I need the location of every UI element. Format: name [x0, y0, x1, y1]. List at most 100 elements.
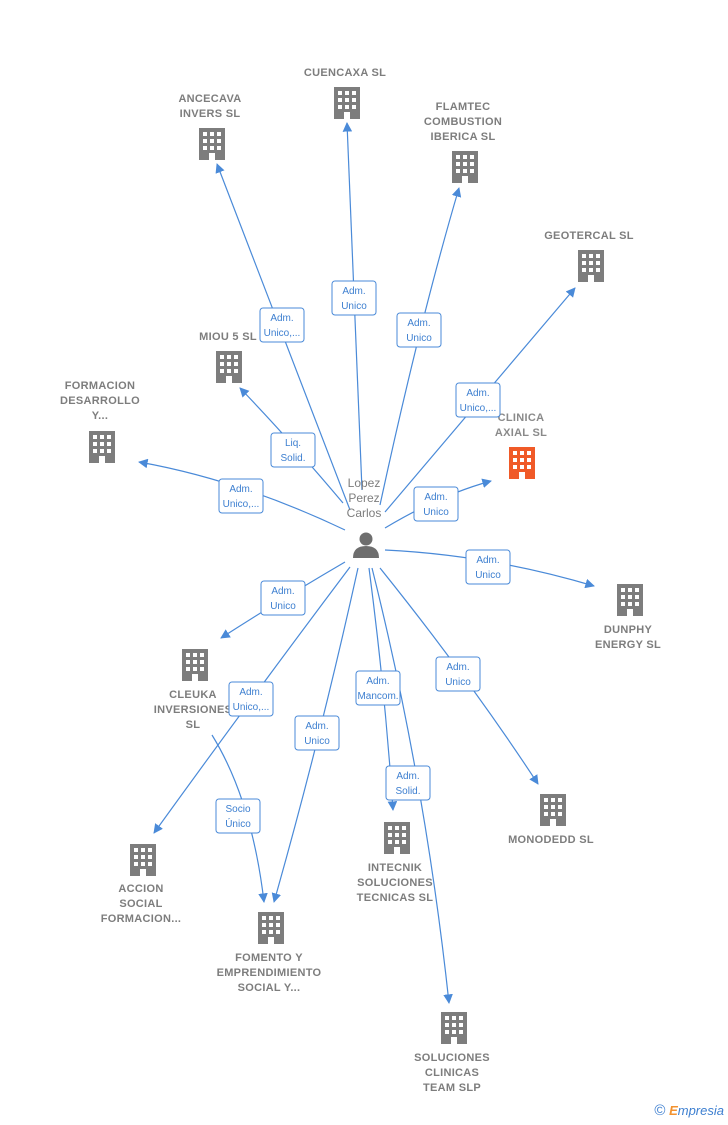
relation-label-text: Adm. [305, 721, 328, 732]
relation-label-text: Unico [270, 601, 296, 612]
relation-label-text: Liq. [285, 438, 301, 449]
company-name: INVERS SL [180, 108, 241, 120]
company-name: SOCIAL [119, 898, 162, 910]
relation-label-text: Unico [304, 736, 330, 747]
company-name: MONODEDD SL [508, 834, 594, 846]
relation-label-cuencaxa[interactable]: Adm. Unico [331, 280, 377, 316]
relation-label-box [465, 549, 511, 585]
company-node-ancecava[interactable]: ANCECAVA INVERS SL [178, 93, 241, 160]
company-node-clinica[interactable]: CLINICA AXIAL SL [495, 412, 547, 479]
company-name: CLEUKA [169, 689, 217, 701]
company-name: ANCECAVA [178, 93, 241, 105]
building-icon [130, 844, 156, 876]
company-name: DUNPHY [604, 624, 653, 636]
building-icon [452, 151, 478, 183]
relation-label-box [385, 765, 431, 801]
company-name: IBERICA SL [431, 131, 496, 143]
relation-label-intecnik[interactable]: Adm.Mancom. [355, 670, 401, 706]
relation-label-accion[interactable]: Adm.Unico,... [228, 681, 274, 717]
relation-label-text: Unico [341, 301, 367, 312]
person-name: Perez [348, 491, 379, 505]
building-icon [334, 87, 360, 119]
company-name: INVERSIONES [154, 704, 233, 716]
relation-label-box [259, 307, 305, 343]
building-icon [216, 351, 242, 383]
relation-label-soluciones[interactable]: Adm. Solid. [385, 765, 431, 801]
relation-label-box [294, 715, 340, 751]
building-icon [509, 447, 535, 479]
company-name: MIOU 5 SL [199, 331, 257, 343]
relation-label-text: Unico [445, 677, 471, 688]
relation-label-text: Adm. [466, 388, 489, 399]
relation-label-flamtec[interactable]: Adm.Unico [396, 312, 442, 348]
relation-label-geotercal[interactable]: Adm. Unico,... [455, 382, 501, 418]
company-name: CUENCAXA SL [304, 67, 386, 79]
company-name: TECNICAS SL [357, 892, 434, 904]
company-node-fomento[interactable]: FOMENTO Y EMPRENDIMIENTO SOCIAL Y... [217, 912, 322, 994]
relation-label-text: Adm. [342, 286, 365, 297]
company-node-cleuka[interactable]: CLEUKA INVERSIONES SL [154, 649, 233, 731]
person-name: Carlos [347, 506, 382, 520]
relation-label-ancecava[interactable]: Adm. Unico,... [259, 307, 305, 343]
relation-label-text: Adm. [270, 313, 293, 324]
company-name: SOCIAL Y... [238, 982, 301, 994]
company-name: FORMACION... [101, 913, 182, 925]
relation-label-clinica[interactable]: Adm.Unico [413, 486, 459, 522]
relation-label-text: Adm. [229, 484, 252, 495]
relation-label-box [218, 478, 264, 514]
company-name: CLINICAS [425, 1067, 479, 1079]
company-name: AXIAL SL [495, 427, 547, 439]
relation-label-text: Adm. [424, 492, 447, 503]
company-node-formacion[interactable]: FORMACIONDESARROLLOY... [60, 380, 140, 463]
relation-label-box [215, 798, 261, 834]
company-name: FLAMTEC [436, 101, 491, 113]
building-icon [540, 794, 566, 826]
relation-label-text: Solid. [395, 786, 420, 797]
building-icon [182, 649, 208, 681]
relation-label-box [435, 656, 481, 692]
relation-label-text: Unico [406, 333, 432, 344]
relation-label-fomento[interactable]: Adm. Unico [294, 715, 340, 751]
brand-initial: E [669, 1103, 678, 1118]
relation-label-text: Adm. [476, 555, 499, 566]
relation-label-text: Unico,... [264, 328, 301, 339]
relation-label-box [331, 280, 377, 316]
company-name: ACCION [118, 883, 163, 895]
relation-label-text: Adm. [271, 586, 294, 597]
relation-label-text: Unico [475, 570, 501, 581]
company-name: CLINICA [498, 412, 545, 424]
relation-label-box [355, 670, 401, 706]
relation-label-text: Mancom. [357, 691, 398, 702]
relation-label-miou5[interactable]: Liq.Solid. [270, 432, 316, 468]
relation-label-text: Unico,... [233, 702, 270, 713]
relation-label-formacion[interactable]: Adm.Unico,... [218, 478, 264, 514]
company-node-accion[interactable]: ACCION SOCIAL FORMACION... [101, 844, 182, 925]
company-node-geotercal[interactable]: GEOTERCAL SL [544, 230, 634, 282]
company-name: Y... [92, 410, 109, 422]
company-name: EMPRENDIMIENTO [217, 967, 322, 979]
company-node-miou5[interactable]: MIOU 5 SL [199, 331, 257, 383]
company-node-monodedd[interactable]: MONODEDD SL [508, 794, 594, 846]
company-name: FOMENTO Y [235, 952, 303, 964]
relation-label-text: Unico,... [460, 403, 497, 414]
company-name: SL [186, 719, 201, 731]
company-node-cuencaxa[interactable]: CUENCAXA SL [304, 67, 386, 119]
relation-label-text: Adm. [396, 771, 419, 782]
relation-label-box [270, 432, 316, 468]
person-icon [353, 532, 379, 558]
relation-label-box [228, 681, 274, 717]
building-icon [617, 584, 643, 616]
relation-label-dunphy[interactable]: Adm. Unico [465, 549, 511, 585]
relation-label-monodedd[interactable]: Adm. Unico [435, 656, 481, 692]
relation-label-text: Adm. [446, 662, 469, 673]
edge-labels-layer: Adm.UnicoAdm.Unico,...Adm.UnicoAdm.Unico… [215, 280, 511, 834]
relation-label-cleuka[interactable]: Adm. Unico [260, 580, 306, 616]
company-name: SOLUCIONES [414, 1052, 490, 1064]
brand-name: mpresia [677, 1103, 724, 1118]
